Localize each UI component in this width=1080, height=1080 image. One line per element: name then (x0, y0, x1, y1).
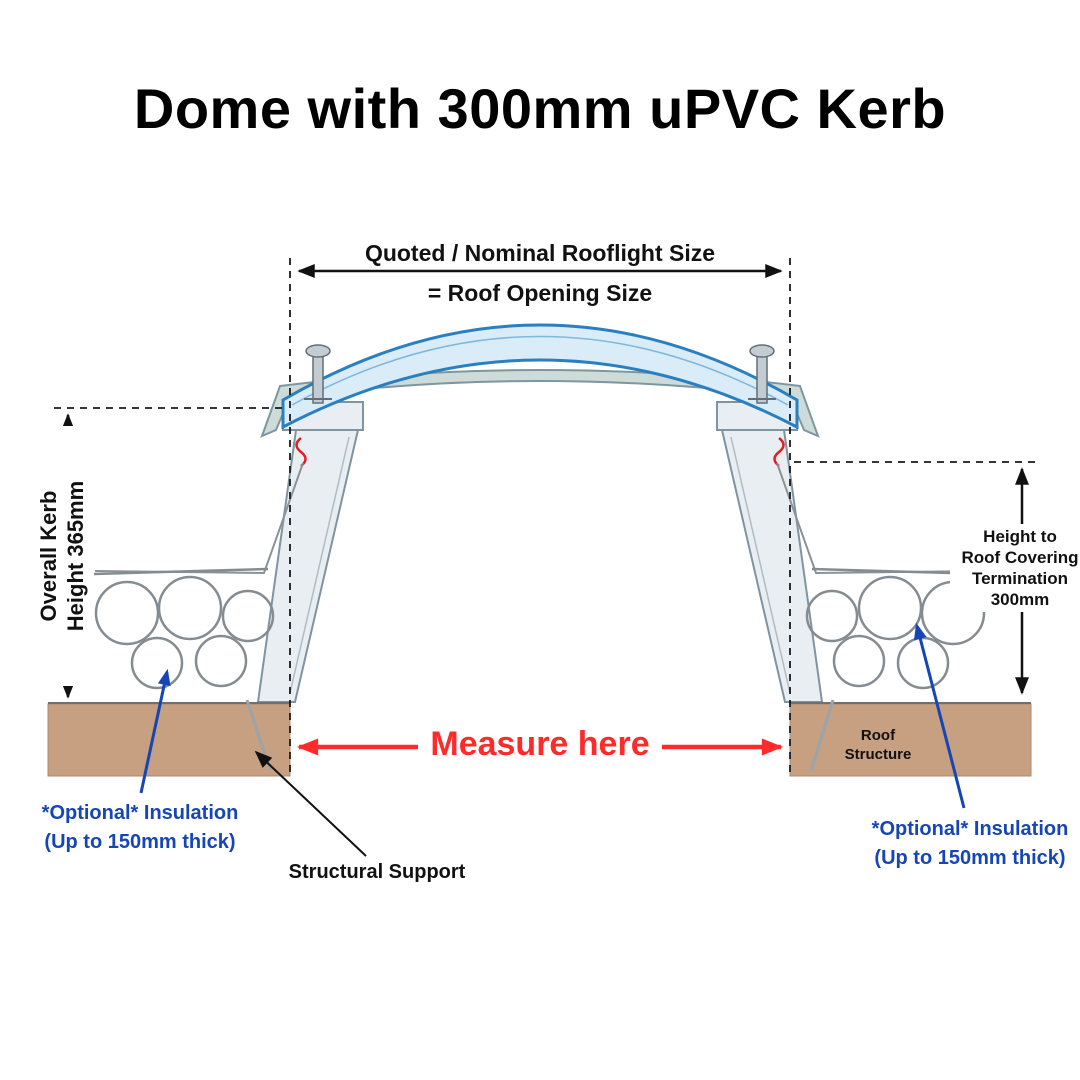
insulation-loop (805, 589, 859, 643)
insulation-left (93, 567, 275, 690)
optional-insulation-label-left: *Optional* Insulation (Up to 150mm thick… (41, 802, 239, 853)
page-title: Dome with 300mm uPVC Kerb (133, 77, 947, 140)
roof-structure-right (789, 699, 1032, 777)
kerb-left-liner (289, 436, 350, 694)
structural-support-label: Structural Support (288, 861, 466, 883)
insulation-loop (130, 636, 184, 690)
pointer-insulation-left (139, 668, 171, 794)
bolt-stem (312, 350, 324, 404)
roof-structure-block (47, 703, 291, 777)
fixing-bolt-left (304, 344, 332, 404)
insulation-loop (157, 575, 223, 641)
dome-frame-band (260, 369, 820, 438)
measure-here-label: Measure here (418, 725, 662, 764)
structural-support-strut (809, 699, 835, 772)
roof-structure-left (47, 699, 291, 777)
insulation-loop (857, 575, 923, 641)
kerb-right (716, 401, 824, 703)
quoted-size-label-line1: Quoted / Nominal Rooflight Size (364, 240, 716, 266)
roof-structure-block (789, 703, 1032, 777)
overall-kerb-height-label: Overall Kerb Height 365mm (32, 426, 92, 686)
membrane-clip-right (773, 437, 785, 467)
dome-inner-skin (291, 335, 789, 406)
pointer-structural-support (254, 750, 367, 857)
kerb-right-liner (730, 436, 791, 694)
pointer-insulation-right (913, 622, 966, 809)
insulation-loop (221, 589, 275, 643)
height-to-termination-label: Height to Roof Covering Termination 300m… (950, 524, 1080, 612)
insulation-loop (94, 580, 160, 646)
quoted-size-label-line2: = Roof Opening Size (427, 280, 653, 306)
bolt-stem (756, 350, 768, 404)
bolt-head (749, 344, 775, 358)
fixing-bolt-right (748, 344, 776, 404)
kerb-left (256, 401, 364, 703)
membrane-clip-left (295, 437, 307, 467)
insulation-top-line (93, 567, 269, 576)
kerb-right-body (720, 429, 824, 703)
insulation-loop (194, 634, 248, 688)
roof-structure-label: Roof Structure (844, 727, 912, 763)
kerb-left-body (256, 429, 360, 703)
dome-glazing (281, 323, 799, 430)
insulation-loop (832, 634, 886, 688)
dashed-guides (54, 258, 1040, 775)
optional-insulation-label-right: *Optional* Insulation (Up to 150mm thick… (871, 818, 1069, 869)
measure-here-label-wrap: Measure here (290, 725, 790, 764)
bolt-head (305, 344, 331, 358)
roof-membrane-left (94, 462, 304, 575)
